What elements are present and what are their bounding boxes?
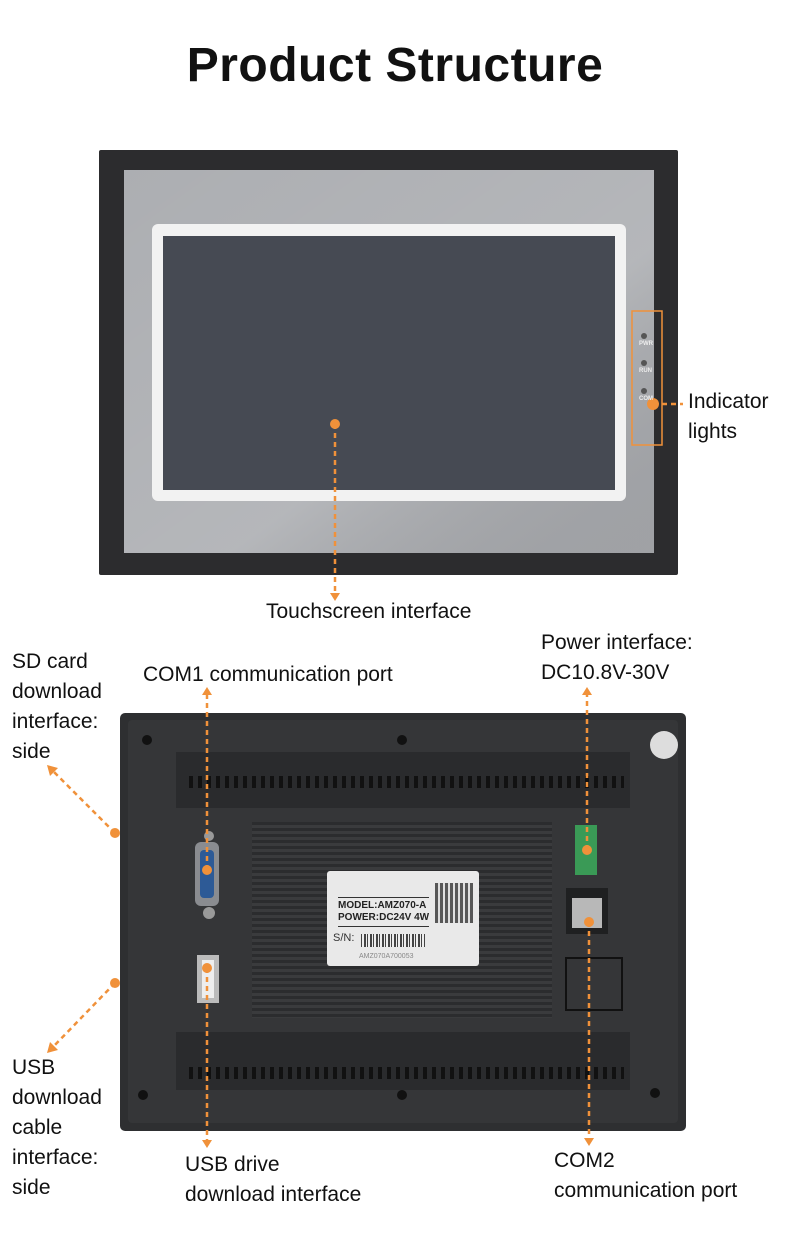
arrow-head [584, 1138, 594, 1146]
callout-line: side [12, 1176, 51, 1199]
arrow-head [202, 687, 212, 695]
front-panel [99, 150, 678, 575]
callout-line: COM2 [554, 1149, 615, 1172]
callout-line: interface: [12, 1146, 99, 1169]
callout-com1: COM1 communication port [143, 663, 393, 686]
sticker-sn-value: AMZ070A700053 [359, 953, 414, 960]
qr-code [435, 883, 473, 923]
power-dot [582, 845, 592, 855]
callout-line: USB [12, 1056, 56, 1079]
arrow-head [582, 687, 592, 695]
sd-card-leader [51, 769, 116, 834]
callout-line: DC10.8V-30V [541, 661, 670, 684]
callout-line: lights [688, 420, 738, 443]
callout-line: USB drive [185, 1153, 280, 1176]
callout-line: Indicator [688, 390, 769, 413]
callout-line: download interface [185, 1183, 362, 1206]
page-title: Product Structure [186, 39, 604, 92]
callout-usb-drive: USB drive download interface [185, 1150, 361, 1210]
usb-cable-dot [110, 978, 120, 988]
sticker-power: POWER:DC24V 4W [338, 912, 430, 923]
led-label-pwr: PWR [639, 341, 653, 347]
callout-power: Power interface: DC10.8V-30V [541, 628, 693, 688]
led-label-run: RUN [639, 368, 652, 374]
arrow-head [47, 1042, 58, 1053]
indicator-dot [647, 398, 659, 410]
callout-line: cable [12, 1116, 63, 1139]
sticker-sn-label: S/N: [333, 932, 355, 944]
callout-line: interface: [12, 710, 99, 733]
sd-card-dot [110, 828, 120, 838]
com1-dot [202, 865, 212, 875]
arrow-head [330, 593, 340, 601]
com2-dot [584, 917, 594, 927]
indicator-highlight-box [631, 310, 663, 446]
touchscreen [163, 236, 615, 490]
arrow-head [47, 765, 58, 776]
callout-com2: COM2 communication port [554, 1146, 737, 1206]
led-label-com: COM [639, 396, 653, 402]
callout-line: download [12, 680, 102, 703]
callout-usb-cable: USB download cable interface: side [12, 1053, 102, 1203]
callout-line: SD card [12, 650, 88, 673]
callout-sd-card: SD card download interface: side [12, 647, 102, 767]
usb-cable-leader [51, 982, 116, 1049]
arrow-head [202, 1140, 212, 1148]
callout-line: side [12, 740, 51, 763]
touchscreen-dot [330, 419, 340, 429]
callout-line: Power interface: [541, 631, 693, 654]
callout-touchscreen: Touchscreen interface [266, 600, 472, 623]
callout-indicator-lights: Indicator lights [688, 387, 769, 447]
callout-line: communication port [554, 1179, 738, 1202]
callout-line: download [12, 1086, 102, 1109]
sticker-model: MODEL:AMZ070-A [338, 900, 427, 911]
barcode [361, 934, 425, 947]
usb-drive-dot [202, 963, 212, 973]
